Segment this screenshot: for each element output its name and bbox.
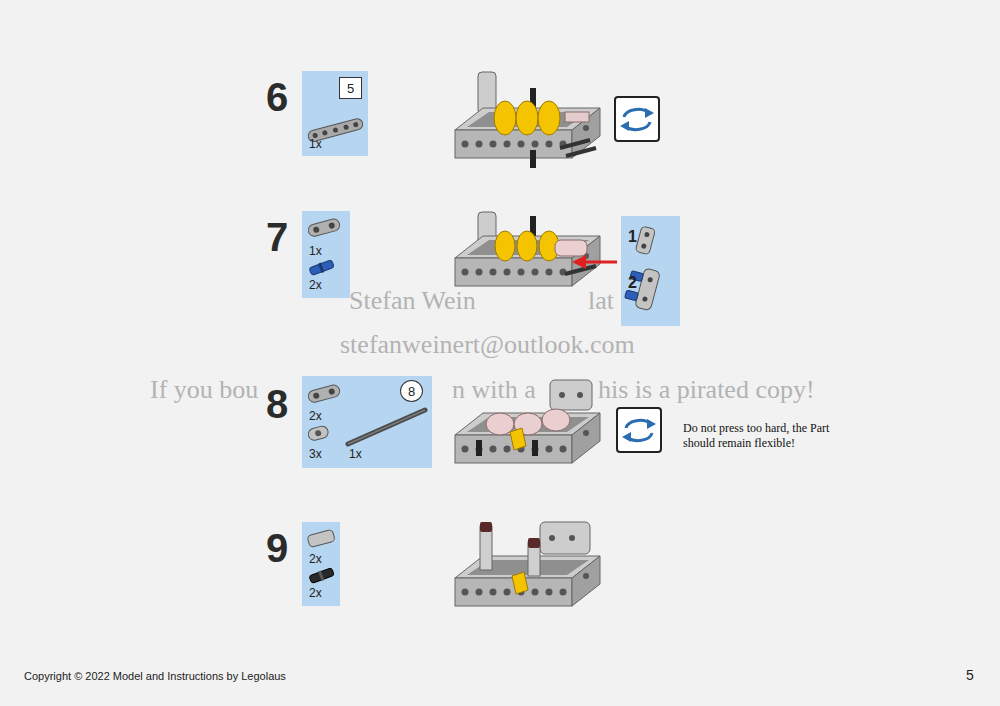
red-arrow bbox=[572, 255, 617, 269]
copyright: Copyright © 2022 Model and Instructions … bbox=[24, 670, 286, 682]
callout-number: 1 bbox=[628, 228, 637, 246]
watermark: his is a pirated copy! bbox=[598, 377, 815, 403]
callout-number: 5 bbox=[340, 81, 361, 96]
part-plate-with-pins bbox=[623, 265, 660, 311]
part-axle bbox=[348, 410, 425, 444]
quantity: 2x bbox=[309, 586, 322, 600]
model-step-6 bbox=[455, 72, 600, 168]
model-step-9 bbox=[455, 522, 600, 606]
rotate-icon bbox=[617, 408, 661, 452]
callout-number: 8 bbox=[401, 384, 422, 399]
model-step-8 bbox=[455, 380, 600, 463]
part-black-pin bbox=[309, 567, 335, 585]
callout-number: 2 bbox=[628, 274, 637, 292]
step-number: 7 bbox=[266, 217, 288, 257]
part-bush bbox=[307, 425, 329, 442]
part-cylinder bbox=[307, 529, 335, 547]
model-step-7 bbox=[455, 212, 600, 286]
watermark: stefanweinert@outlook.com bbox=[340, 332, 635, 358]
part-connector bbox=[307, 218, 341, 238]
step-number: 6 bbox=[266, 77, 288, 117]
step-number: 8 bbox=[266, 384, 288, 424]
quantity: 1x bbox=[309, 137, 322, 151]
watermark: Stefan Wein bbox=[349, 288, 476, 314]
axle-length-circle: 8 bbox=[400, 380, 423, 402]
watermark: n with a bbox=[452, 377, 536, 403]
quantity: 3x bbox=[309, 447, 322, 461]
quantity: 2x bbox=[309, 552, 322, 566]
parts-panel: 1x 5 bbox=[302, 71, 368, 156]
quantity: 1x bbox=[309, 244, 322, 258]
page-number: 5 bbox=[966, 667, 974, 683]
part-beam bbox=[307, 118, 364, 143]
quantity: 2x bbox=[309, 278, 322, 292]
part-blue-pin bbox=[309, 259, 335, 277]
part-plate bbox=[635, 226, 655, 255]
part-connector bbox=[307, 384, 341, 404]
quantity: 1x bbox=[349, 447, 362, 461]
quantity: 2x bbox=[309, 409, 322, 423]
rotate-icon bbox=[615, 97, 659, 141]
watermark: lat bbox=[588, 288, 614, 314]
watermark: If you bou bbox=[150, 377, 258, 403]
step-number: 9 bbox=[266, 528, 288, 568]
submodel-count-box: 5 bbox=[339, 77, 362, 99]
note: Do not press too hard, the Part should r… bbox=[683, 421, 833, 451]
